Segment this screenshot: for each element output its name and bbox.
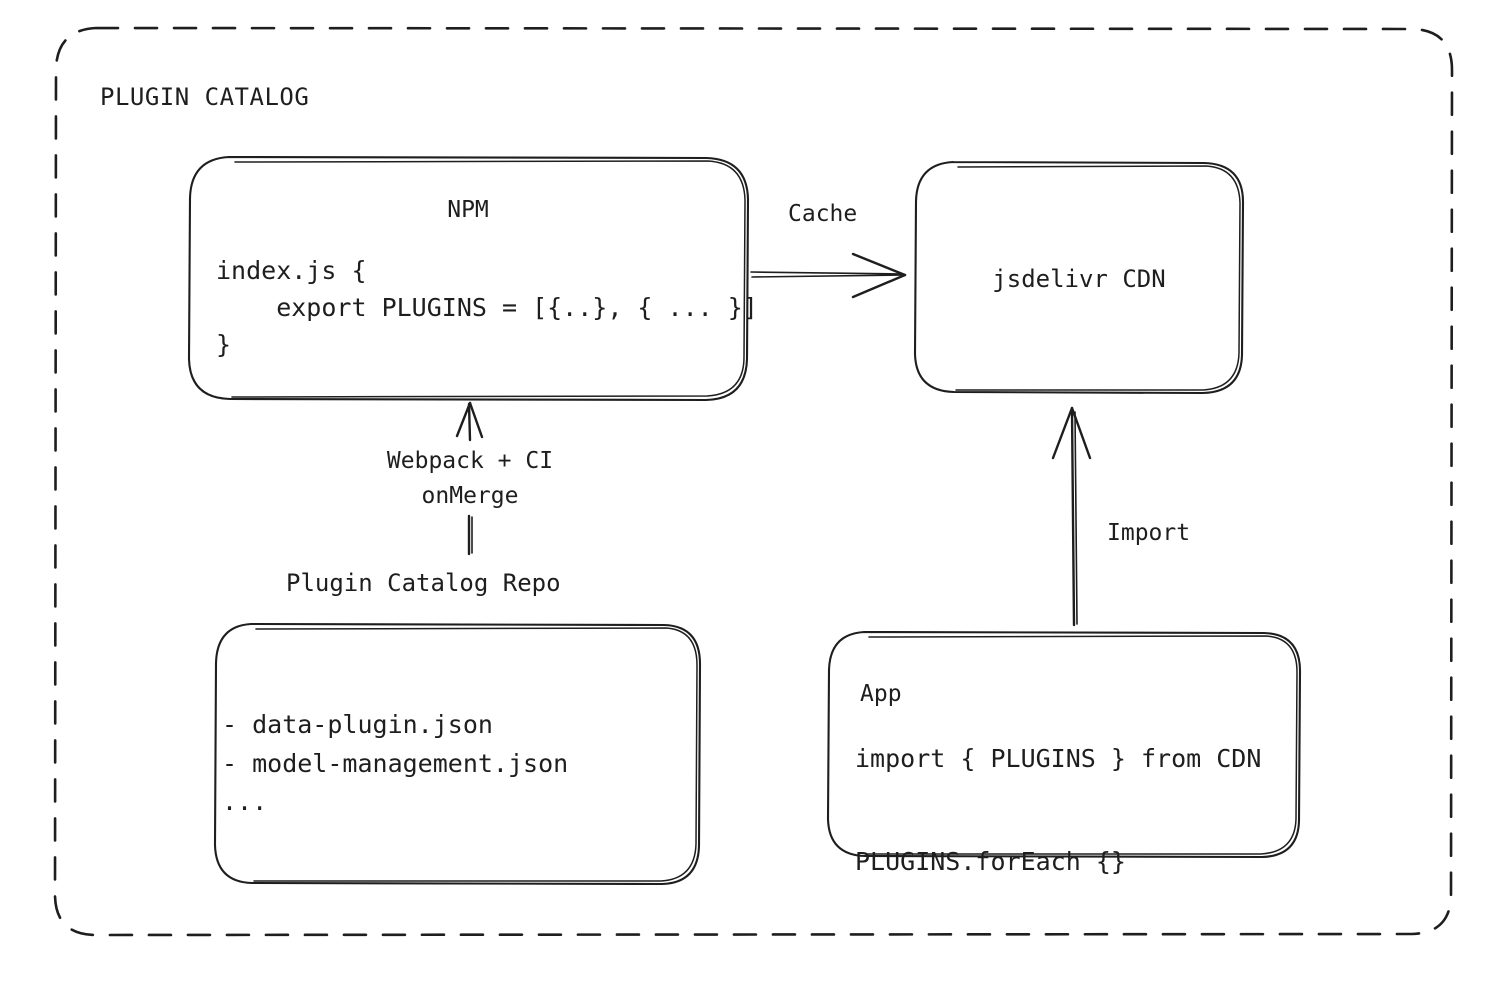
npm-node-title: NPM (447, 197, 489, 223)
cache-arrow (750, 252, 907, 299)
cache-edge-label: Cache (788, 201, 858, 227)
import-edge-label: Import (1107, 520, 1191, 546)
repo-node-caption: Plugin Catalog Repo (286, 569, 561, 597)
npm-node-code: index.js { export PLUGINS = [{..}, { ...… (216, 256, 758, 359)
app-node-code: import { PLUGINS } from CDN PLUGINS.forE… (855, 744, 1262, 876)
cdn-node-title: jsdelivr CDN (992, 265, 1166, 293)
repo-node-list: - data-plugin.json - model-management.js… (222, 710, 569, 816)
import-arrow (1051, 406, 1092, 627)
frame-title: PLUGIN CATALOG (100, 83, 310, 111)
build-edge-label: Webpack + CI onMerge (386, 448, 554, 509)
app-node-title: App (860, 681, 902, 707)
